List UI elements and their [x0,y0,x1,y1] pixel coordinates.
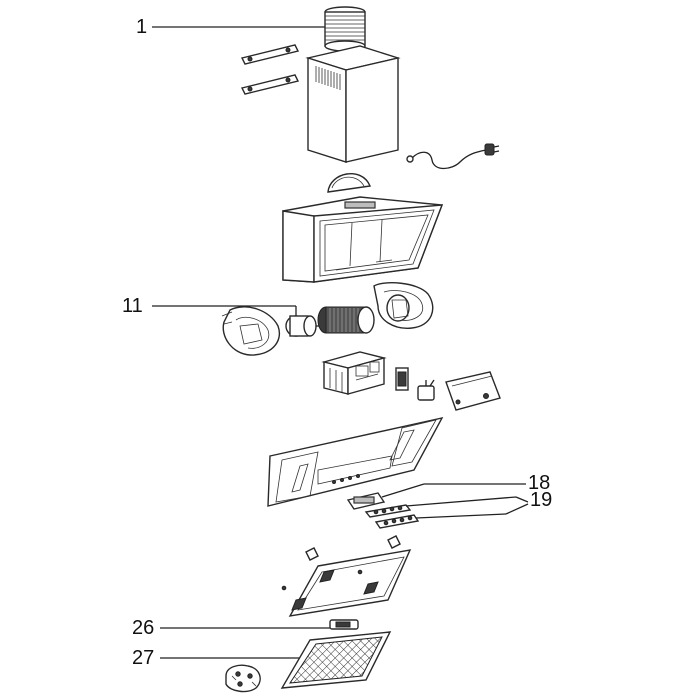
front-glass-panel [267,416,444,507]
leader-line-19-join-upper [515,496,529,503]
callout-label-19: 19 [530,489,552,511]
air-deflector [327,172,371,193]
screw-kit [225,664,261,693]
leader-line-19-upper [405,496,517,507]
fan-housing-left [221,306,281,356]
lamp-unit [329,619,359,630]
chimney-cover [305,45,401,163]
fan-housing-right [373,282,434,329]
control-button-strip-lower [374,514,420,529]
relay-module [395,367,409,391]
control-button-strip-upper [364,504,412,518]
leader-line-19-join-lower [505,503,529,515]
leader-line-18-diagonal [381,483,425,498]
capacitor [417,379,435,401]
grease-filter [280,631,392,689]
callout-label-1: 1 [136,16,147,38]
chimney-vent-grille [315,66,341,90]
panel-clip-left [305,547,319,561]
fan-impeller [317,306,375,334]
leader-line-19-lower [415,513,507,519]
callout-label-27: 27 [132,647,154,669]
electrical-cover-plate [445,371,501,411]
control-box [321,351,387,395]
bottom-panel [281,549,412,617]
fan-motor [285,315,324,337]
panel-clip-right [387,535,401,549]
hood-body [282,196,444,283]
control-board [346,492,386,510]
power-cable [406,143,500,170]
exhaust-flange [324,6,366,52]
callout-label-26: 26 [132,617,154,639]
wall-bracket-upper [240,44,300,65]
callout-label-18: 18 [528,472,550,494]
callout-label-11: 11 [122,295,143,317]
wall-bracket-lower [240,74,300,95]
